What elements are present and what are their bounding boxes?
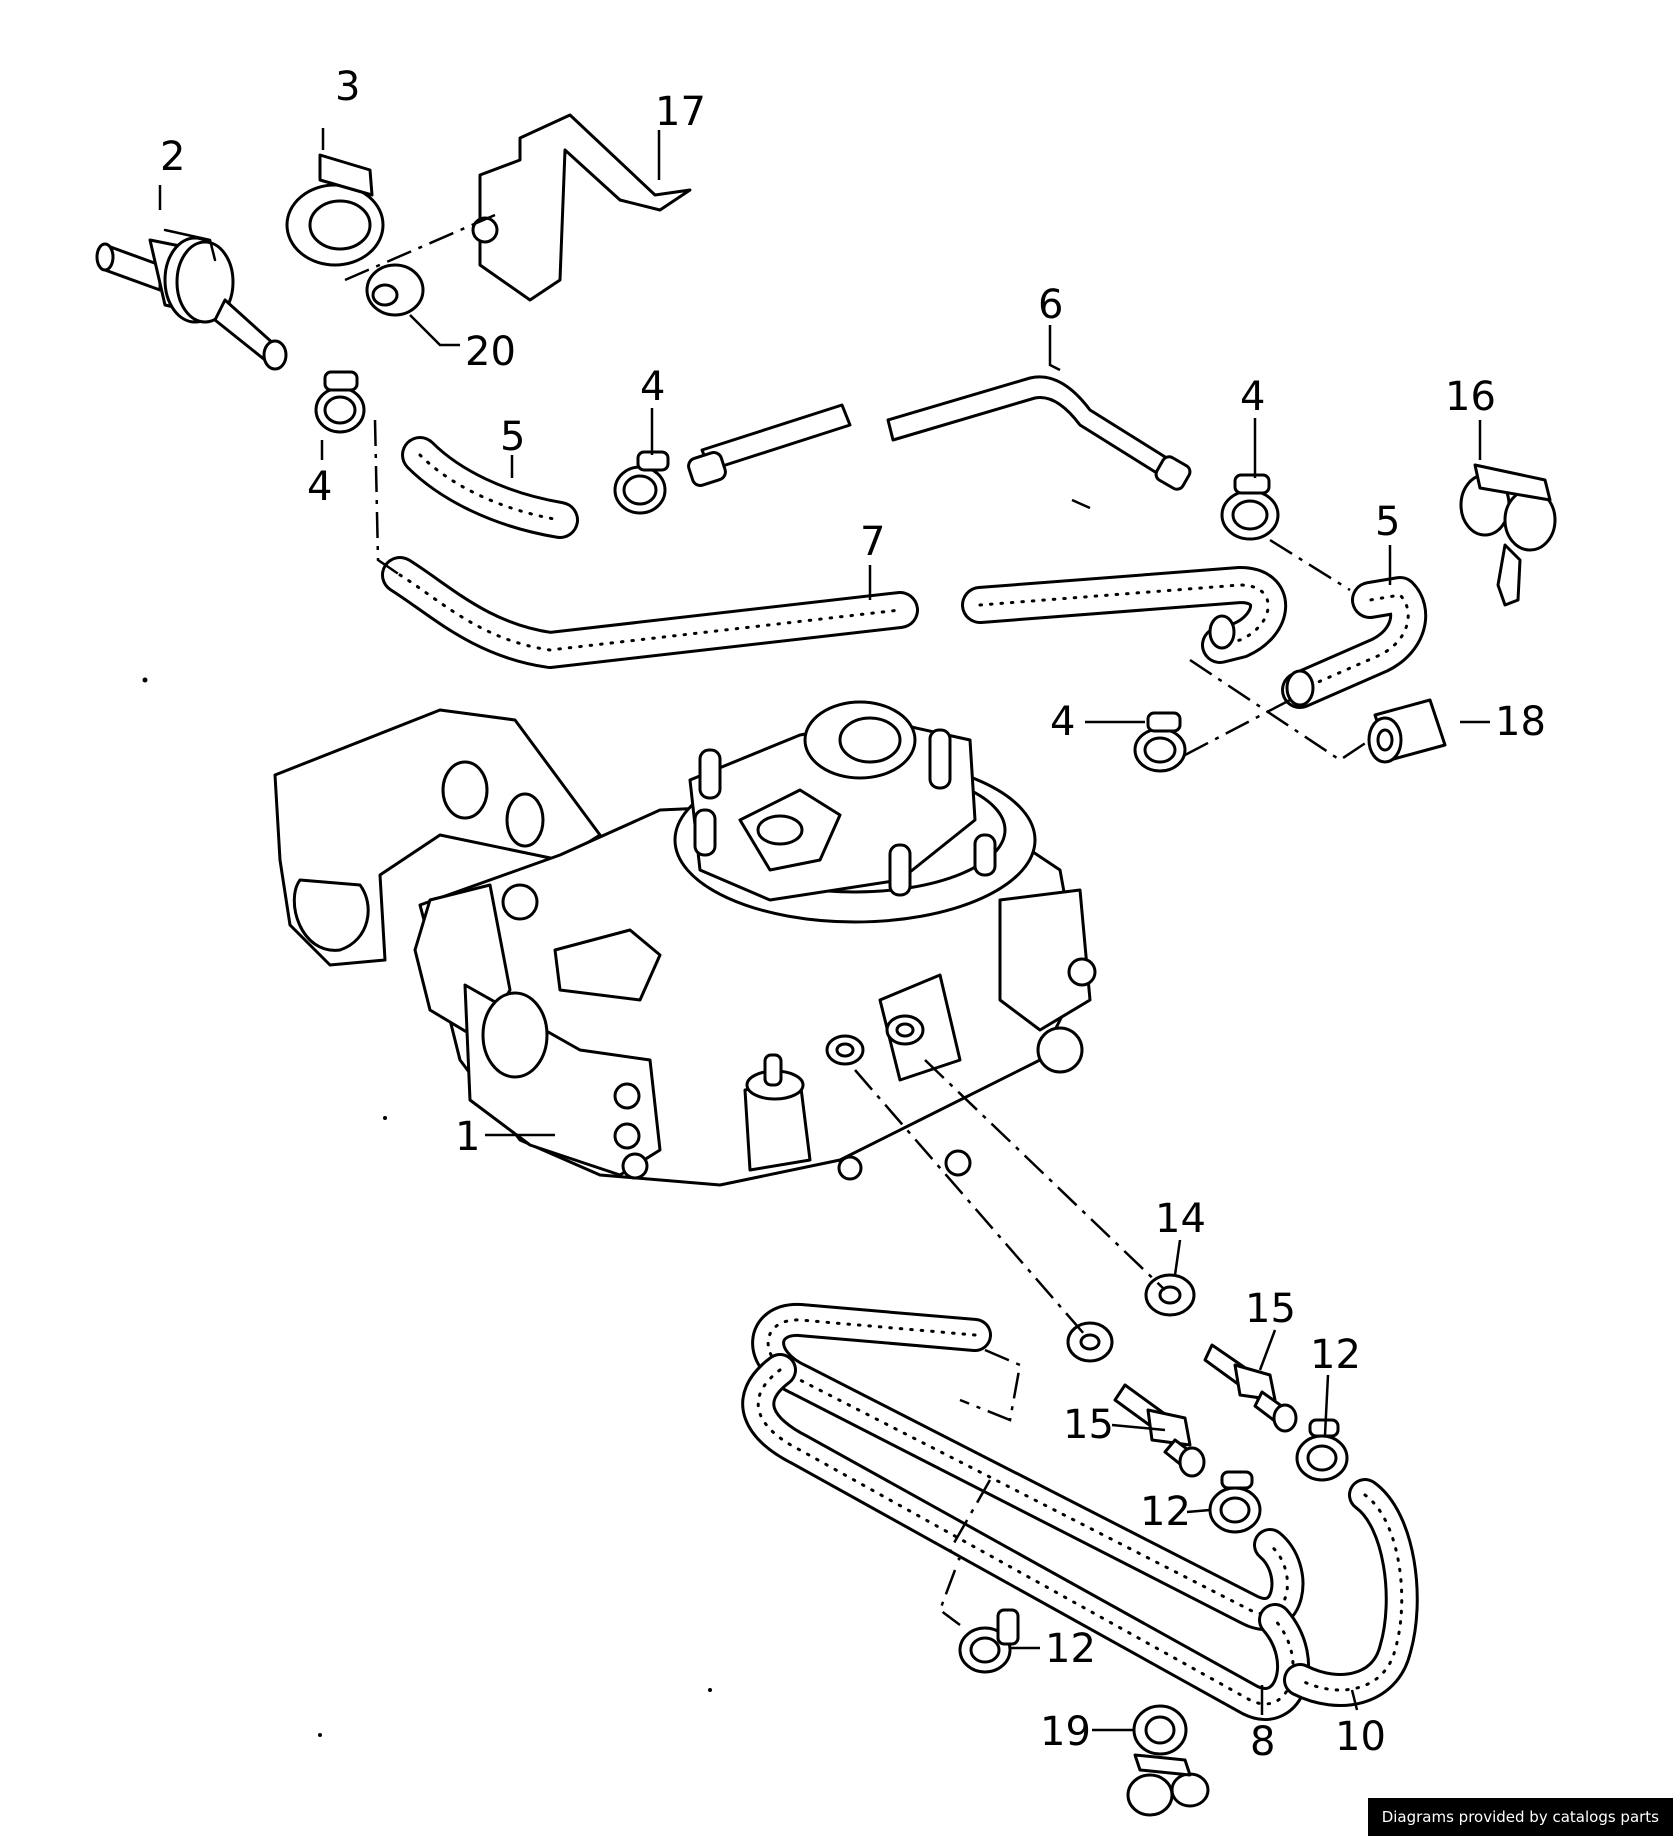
pipe-6 bbox=[687, 375, 1192, 491]
part-1-throttle-body bbox=[273, 700, 1097, 1187]
part-2-valve bbox=[95, 228, 288, 371]
callout-12-c: 12 bbox=[1045, 1626, 1096, 1672]
callout-4-c: 4 bbox=[1240, 374, 1265, 420]
callout-15-b: 15 bbox=[1063, 1402, 1114, 1448]
washer-14-b bbox=[1066, 1321, 1114, 1363]
callout-10: 10 bbox=[1335, 1714, 1386, 1760]
fitting-15-a bbox=[1203, 1343, 1298, 1433]
hose-8-lower-run bbox=[741, 1353, 1310, 1721]
callout-12-b: 12 bbox=[1140, 1489, 1191, 1535]
part-20-grommet bbox=[365, 263, 425, 317]
clamp-4-d bbox=[1133, 711, 1187, 773]
scan-specks bbox=[142, 677, 712, 1737]
callout-2: 2 bbox=[160, 134, 185, 180]
fitting-15-b bbox=[1113, 1383, 1206, 1478]
callout-4-b: 4 bbox=[640, 364, 665, 410]
callout-5-upper: 5 bbox=[500, 414, 525, 460]
callout-4-d: 4 bbox=[1050, 699, 1075, 745]
hose-5-upper bbox=[401, 436, 579, 539]
hose-10 bbox=[1283, 1478, 1419, 1707]
callout-17: 17 bbox=[655, 89, 706, 135]
washer-14-a bbox=[1144, 1273, 1196, 1317]
clamp-4-c bbox=[1220, 473, 1280, 541]
part-16-holder bbox=[1459, 463, 1557, 607]
clamp-12-c bbox=[958, 1608, 1020, 1674]
callout-12-a: 12 bbox=[1310, 1332, 1361, 1378]
callout-7: 7 bbox=[860, 519, 885, 565]
callout-1: 1 bbox=[455, 1114, 480, 1160]
callout-15-a: 15 bbox=[1245, 1286, 1296, 1332]
callout-labels: 3 2 17 20 4 5 4 6 4 16 7 5 4 18 1 14 15 … bbox=[160, 64, 1546, 1765]
callout-5-right: 5 bbox=[1375, 499, 1400, 545]
callout-4-a: 4 bbox=[307, 464, 332, 510]
callout-6: 6 bbox=[1038, 282, 1063, 328]
callout-20: 20 bbox=[465, 329, 516, 375]
part-18-plug bbox=[1367, 698, 1447, 764]
clamp-4-b bbox=[613, 450, 670, 515]
hose-7-left bbox=[381, 556, 919, 669]
callout-18: 18 bbox=[1495, 699, 1546, 745]
callout-19: 19 bbox=[1040, 1709, 1091, 1755]
assembly-lines bbox=[344, 213, 1371, 1626]
credit-banner: Diagrams provided by catalogs parts bbox=[1367, 1798, 1673, 1836]
callout-16: 16 bbox=[1445, 374, 1496, 420]
callout-8: 8 bbox=[1250, 1719, 1275, 1765]
part-17-bracket bbox=[471, 113, 692, 302]
part-19-clip bbox=[1126, 1704, 1210, 1817]
callout-3: 3 bbox=[335, 64, 360, 110]
leader-lines bbox=[158, 128, 1490, 1732]
clamp-12-b bbox=[1208, 1470, 1262, 1534]
clamp-4-a bbox=[314, 370, 366, 434]
part-3-clip bbox=[285, 153, 385, 267]
hose-7-right bbox=[961, 566, 1288, 664]
clamp-12-a bbox=[1295, 1418, 1349, 1482]
hose-8 bbox=[751, 1303, 1305, 1631]
callout-14: 14 bbox=[1155, 1196, 1206, 1242]
hose-5-right bbox=[1281, 576, 1428, 709]
